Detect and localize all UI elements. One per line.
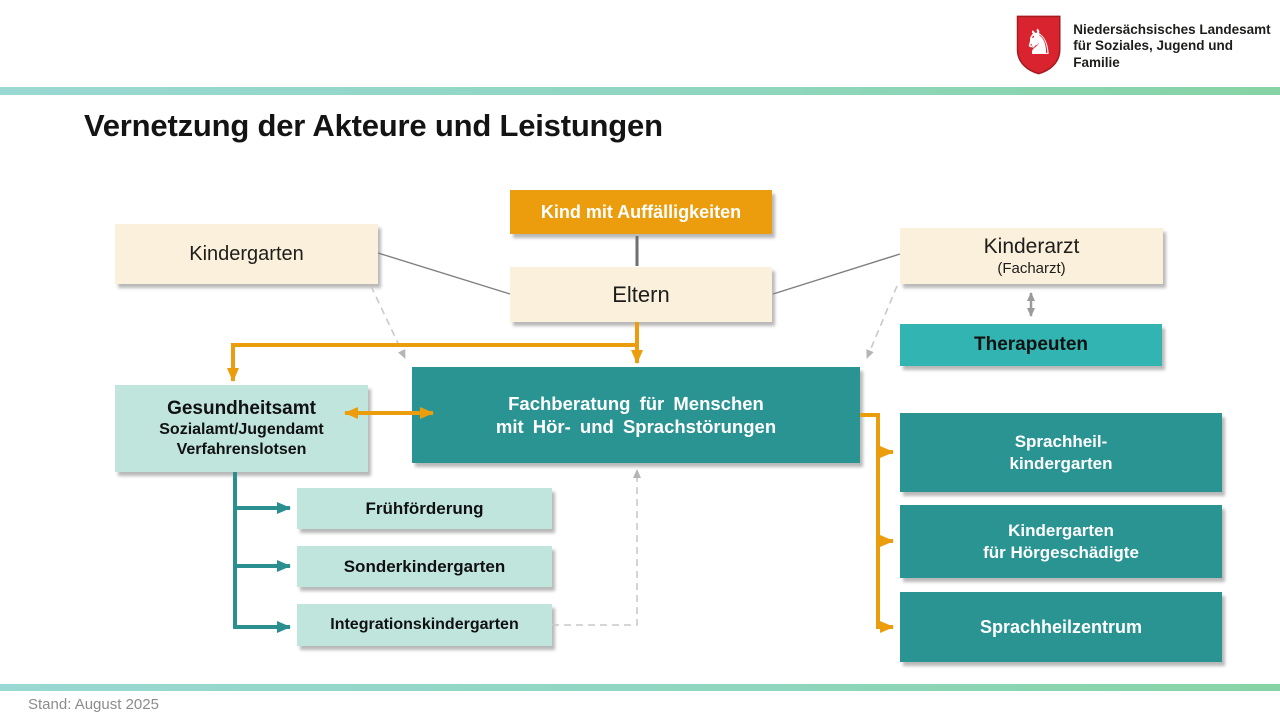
svg-text:♞: ♞ [1023,23,1054,63]
node-sublabel: Verfahrenslotsen [176,441,307,459]
node-label: Eltern [612,281,670,307]
node-label: Kinderarzt [983,234,1080,258]
connector-kindergarten-eltern [377,252,511,295]
node-kindergarten: Kindergarten [115,224,378,284]
node-label: Gesundheitsamt [167,397,316,419]
node-label: Sprachheilzentrum [979,616,1143,637]
node-fachberatung: Fachberatung für Menschen mit Hör- und S… [412,367,860,463]
node-kindergarten-hoergeschaedigte: Kindergarten für Hörgeschädigte [900,505,1222,578]
node-label: Therapeuten [973,334,1089,356]
node-label: Fachberatung für Menschen [508,392,764,414]
page-title: Vernetzung der Akteure und Leistungen [84,108,663,143]
node-sonderkindergarten: Sonderkindergarten [297,546,552,587]
node-kind-mit-auffaelligkeiten: Kind mit Auffälligkeiten [510,190,772,234]
org-name-line2: für Soziales, Jugend und Familie [1073,38,1234,70]
connector-kinderarzt-fachberatung-dashed [866,285,898,359]
niedersachsen-horse-crest-icon: ♞ [1016,15,1061,75]
connector-integrationskindergarten-fachberatung-dashed [552,469,641,626]
connector-fachberatung-sprachheilzentrum [860,413,894,633]
node-label: für Hörgeschädigte [983,542,1139,562]
org-logo: ♞ Niedersächsisches Landesamt für Sozial… [1016,14,1280,76]
node-sublabel: (Facharzt) [997,259,1066,277]
org-name-line1: Niedersächsisches Landesamt [1073,22,1271,37]
node-label: Sprachheil- [1014,432,1108,452]
node-sprachheilkindergarten: Sprachheil- kindergarten [900,413,1222,492]
node-sprachheilzentrum: Sprachheilzentrum [900,592,1222,662]
node-label: Sonderkindergarten [343,556,506,576]
node-therapeuten: Therapeuten [900,324,1162,366]
node-label: Kindergarten [1008,521,1114,541]
node-kinderarzt: Kinderarzt (Facharzt) [900,228,1163,284]
node-integrationskindergarten: Integrationskindergarten [297,604,552,646]
connector-kindergarten-fachberatung-dashed [370,285,406,359]
header-accent-bar [0,87,1280,95]
node-fruehfoerderung: Frühförderung [297,488,552,529]
node-label: kindergarten [1009,453,1113,473]
org-name: Niedersächsisches Landesamt für Soziales… [1073,22,1280,71]
node-gesundheitsamt: Gesundheitsamt Sozialamt/Jugendamt Verfa… [115,385,368,472]
node-label: Kindergarten [189,242,304,265]
node-label: Kind mit Auffälligkeiten [540,201,742,222]
node-label: Frühförderung [365,498,484,518]
node-sublabel: Sozialamt/Jugendamt [159,421,324,439]
status-text: Stand: August 2025 [28,696,159,713]
node-label: Integrationskindergarten [330,616,519,633]
footer-accent-bar [0,684,1280,691]
node-label: mit Hör- und Sprachstörungen [495,416,777,437]
connector-gesundheitsamt-integrationskindergarten [233,472,291,633]
connector-eltern-kinderarzt [772,253,901,295]
node-eltern: Eltern [510,267,772,322]
